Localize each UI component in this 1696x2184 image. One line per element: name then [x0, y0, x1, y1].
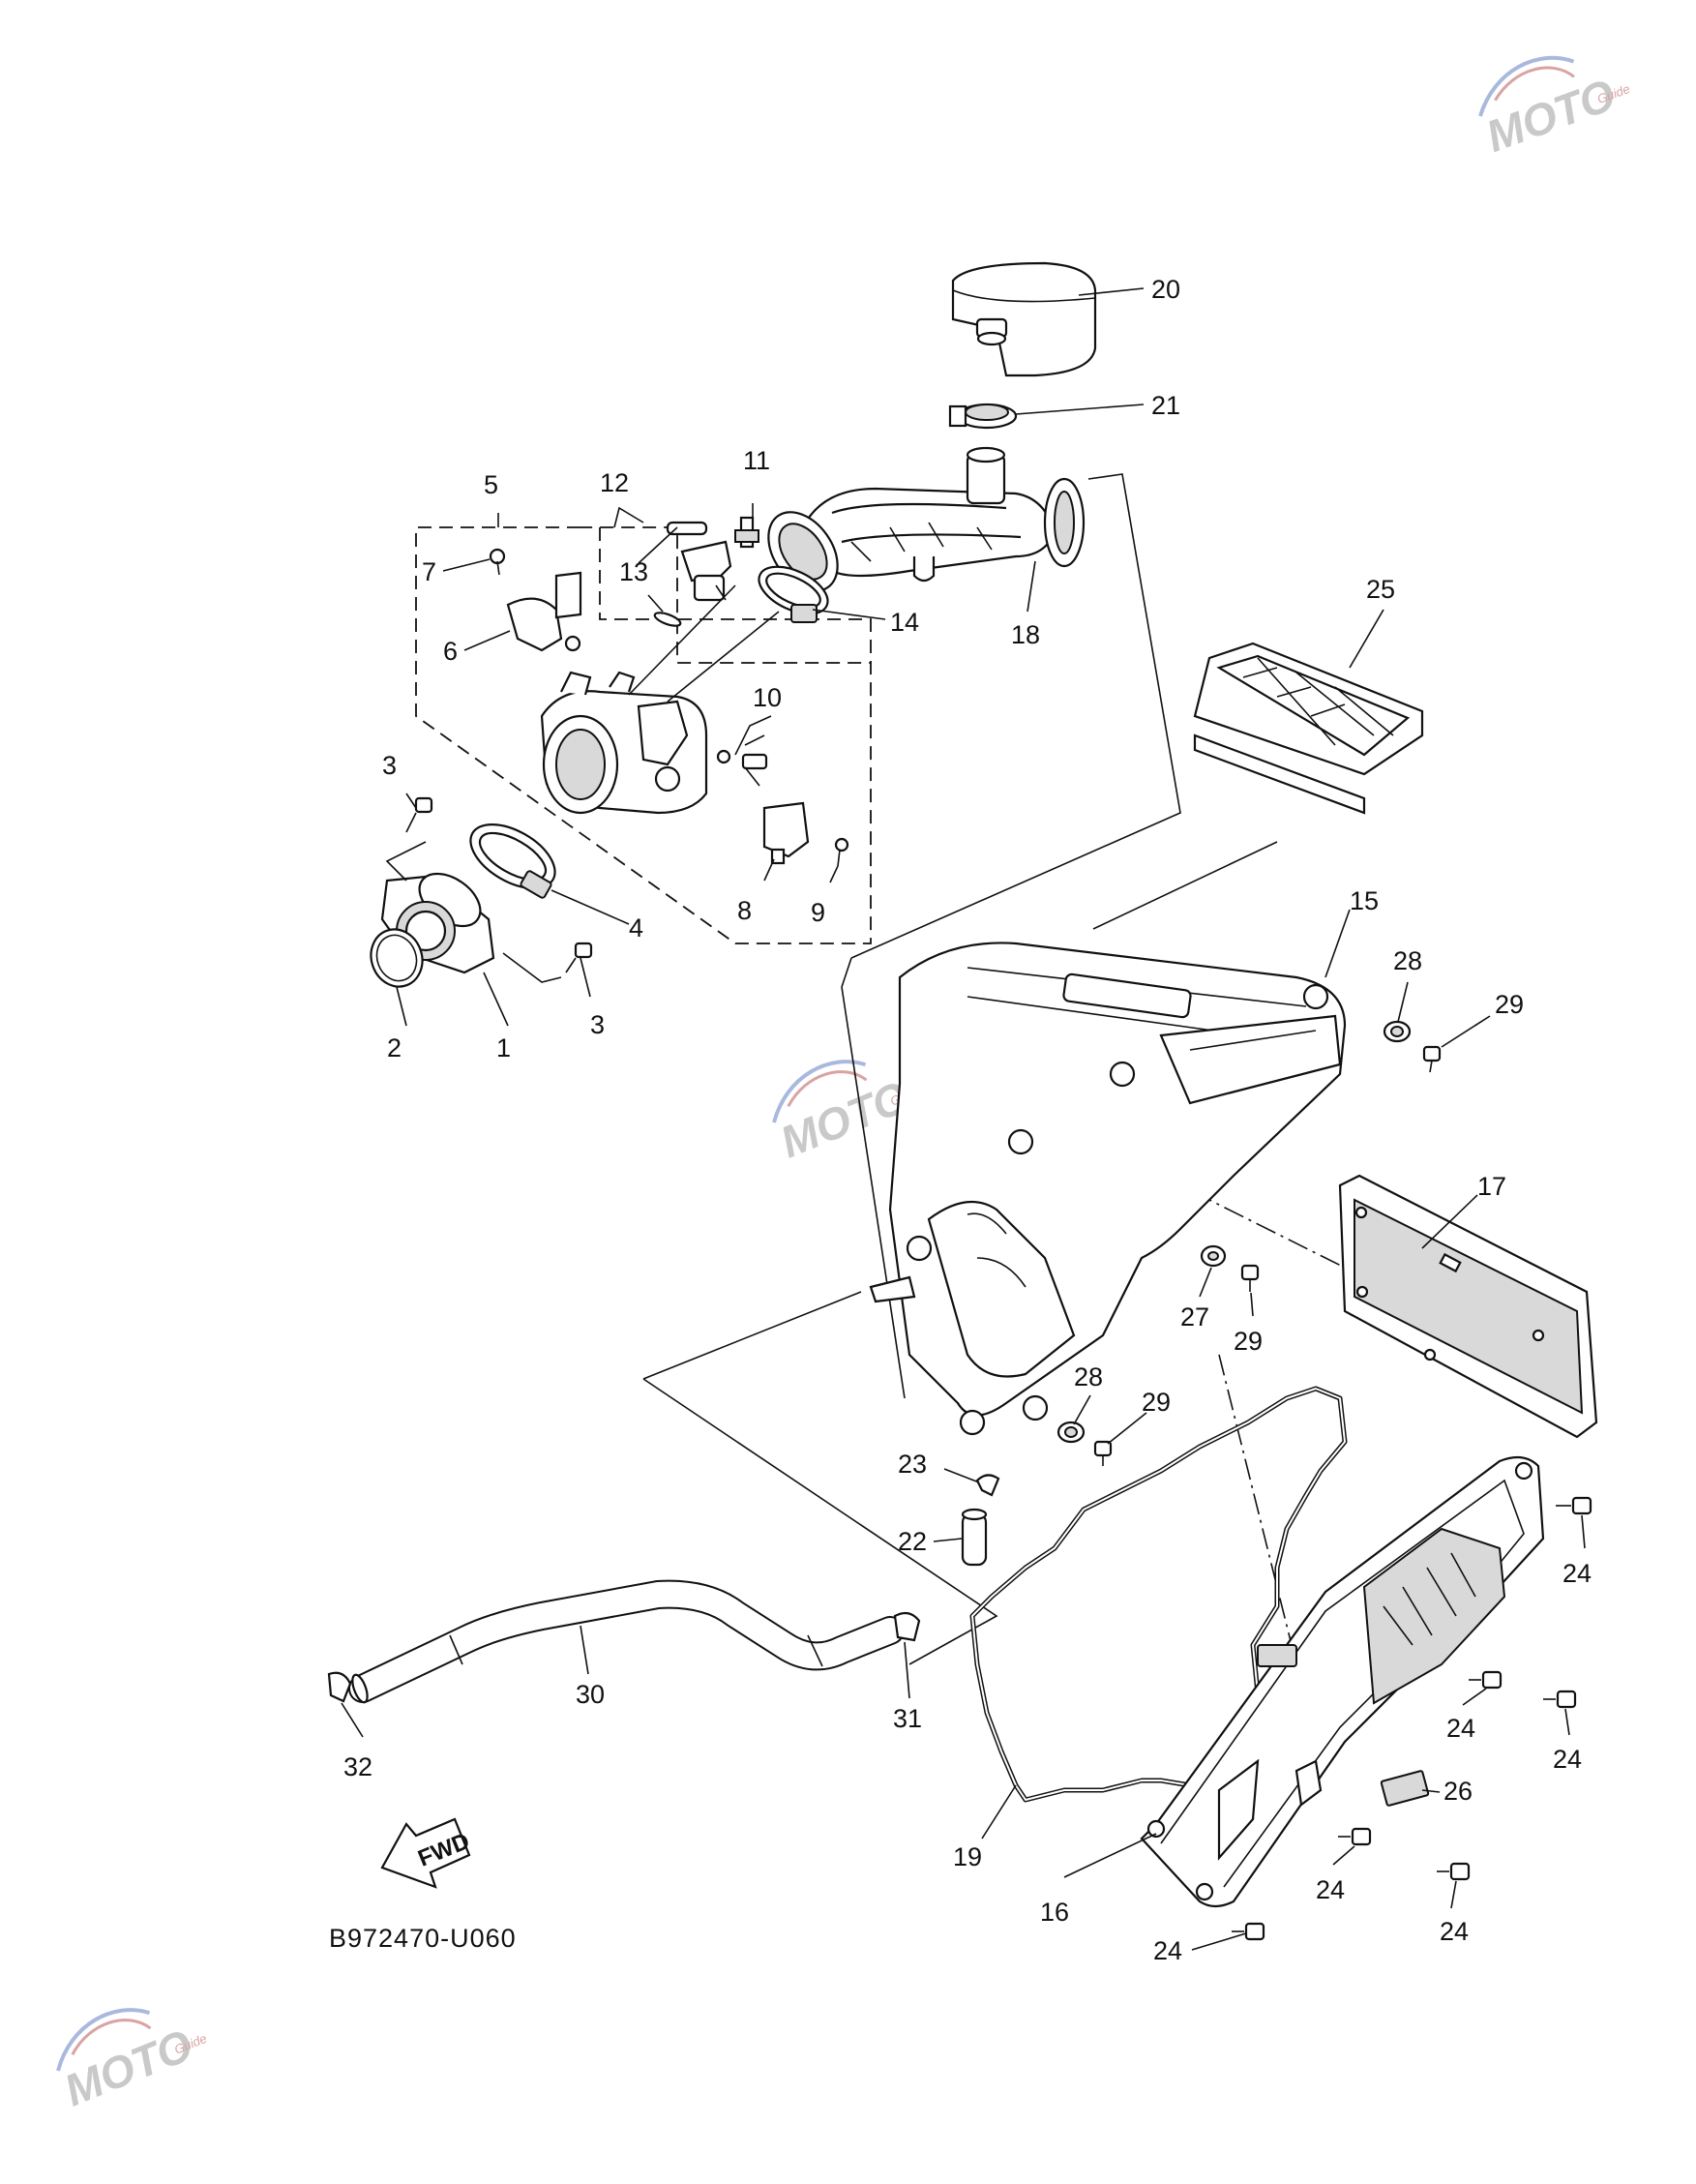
watermark-bottom-left: MOTO Guide [56, 2008, 209, 2115]
part-23-clip [975, 1474, 1000, 1497]
part-3-bolt-upper [385, 796, 433, 882]
part-21-clamp [948, 403, 1018, 430]
label-part-5: 5 [484, 470, 498, 499]
label-part-3-lower: 3 [590, 1010, 605, 1039]
part-19-seal [969, 1386, 1348, 1803]
part-30-drain-hose [348, 1579, 905, 1704]
part-6-tps-sensor [506, 571, 582, 652]
label-part-7: 7 [422, 557, 436, 586]
label-part-21: 21 [1151, 391, 1180, 420]
part-28-damper-upper [1383, 1020, 1412, 1043]
label-part-14: 14 [890, 608, 919, 637]
label-part-13: 13 [619, 557, 648, 586]
leader-lines [341, 287, 1586, 1951]
part-24-screw-e [1437, 1862, 1471, 1881]
label-part-15: 15 [1350, 886, 1379, 915]
label-part-29-lower: 29 [1142, 1388, 1171, 1417]
part-9-screw [834, 837, 849, 867]
part-17-filter [1338, 1174, 1598, 1439]
part-16-case-cover [1140, 1455, 1545, 1908]
label-part-28-lower: 28 [1074, 1362, 1103, 1391]
part-26-label [1380, 1770, 1430, 1807]
label-part-26: 26 [1443, 1777, 1473, 1806]
label-part-24-c: 24 [1553, 1745, 1582, 1774]
part-24-screw-b [1469, 1670, 1503, 1690]
part-31-clip [893, 1611, 921, 1642]
label-part-16: 16 [1040, 1898, 1069, 1927]
part-14-hose-clamp [758, 565, 829, 623]
part-29-bolt-lower [1093, 1440, 1113, 1466]
part-22-plug [961, 1508, 988, 1567]
label-part-24-e: 24 [1440, 1917, 1469, 1946]
label-part-24-f: 24 [1153, 1936, 1182, 1965]
label-part-24-b: 24 [1446, 1714, 1475, 1743]
label-part-2: 2 [387, 1033, 402, 1062]
label-part-18: 18 [1011, 620, 1040, 649]
watermark-top-right: MOTO Guide [1478, 55, 1632, 162]
part-8-bracket [762, 801, 810, 865]
part-32-clip [327, 1671, 352, 1703]
part-10-jet [716, 749, 768, 787]
label-part-8: 8 [737, 896, 752, 925]
label-part-17: 17 [1477, 1172, 1506, 1201]
throttle-body [540, 584, 780, 815]
part-13-oring [653, 612, 682, 627]
label-part-31: 31 [893, 1704, 922, 1733]
label-part-3-upper: 3 [382, 751, 397, 780]
label-part-4: 4 [629, 913, 643, 942]
label-part-29-middle: 29 [1234, 1327, 1263, 1356]
label-part-24-d: 24 [1316, 1875, 1345, 1904]
part-29-bolt-upper [1422, 1045, 1442, 1073]
part-24-screw-c [1543, 1690, 1577, 1709]
label-part-32: 32 [343, 1752, 372, 1781]
part-3-bolt-lower [502, 942, 593, 983]
diagram-code: B972470-U060 [329, 1924, 517, 1953]
label-part-12: 12 [600, 468, 629, 497]
label-part-6: 6 [443, 637, 458, 666]
part-15-air-filter-case [869, 942, 1347, 1436]
group-outline-throttle-body [415, 513, 872, 944]
part-7-screw [489, 548, 506, 576]
part-24-screw-d [1338, 1827, 1372, 1846]
part-29-bolt-middle [1240, 1264, 1260, 1292]
label-part-24-a: 24 [1562, 1559, 1592, 1588]
label-part-10: 10 [753, 683, 782, 712]
part-12-sensor [666, 521, 732, 602]
label-part-28-upper: 28 [1393, 946, 1422, 975]
part-28-damper-lower [1056, 1421, 1086, 1444]
label-part-27: 27 [1180, 1302, 1209, 1331]
part-11-screw [734, 516, 759, 549]
part-4-clamp [469, 823, 556, 899]
part-20-breather-cap [951, 261, 1097, 377]
label-part-19: 19 [953, 1842, 982, 1871]
fwd-arrow-icon: FWD [380, 1817, 473, 1889]
label-part-25: 25 [1366, 575, 1395, 604]
part-2-oring [370, 928, 424, 988]
part-24-screw-a [1556, 1496, 1592, 1515]
label-part-9: 9 [811, 898, 825, 927]
label-part-11: 11 [743, 446, 770, 475]
part-25-filter-element [1193, 642, 1424, 815]
label-part-23: 23 [898, 1450, 927, 1479]
label-part-29-upper: 29 [1495, 990, 1524, 1019]
label-part-1: 1 [496, 1033, 511, 1062]
label-part-22: 22 [898, 1527, 927, 1556]
label-part-20: 20 [1151, 275, 1180, 304]
part-27-collar [1200, 1244, 1227, 1268]
part-labels: 2 1 3 3 4 5 6 7 8 9 10 11 12 13 14 15 16… [329, 275, 1592, 1965]
part-24-screw-f [1232, 1922, 1265, 1941]
label-part-30: 30 [576, 1680, 605, 1709]
